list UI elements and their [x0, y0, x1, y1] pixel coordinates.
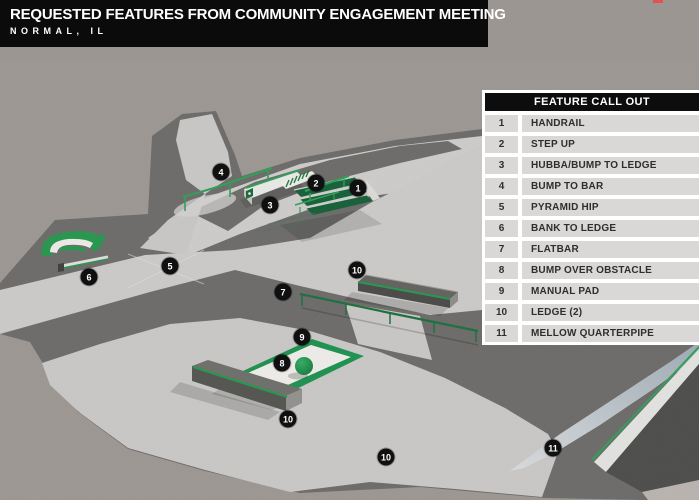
hubba-ledge	[240, 169, 306, 208]
callout-table-title: FEATURE CALL OUT	[485, 93, 699, 111]
callout-row-number: 6	[485, 220, 518, 237]
callout-row-label: MELLOW QUARTERPIPE	[522, 325, 699, 342]
bump-over-obstacle-ball	[288, 357, 313, 380]
feature-callout-table: FEATURE CALL OUT 1 HANDRAIL 2 STEP UP 3 …	[482, 90, 699, 345]
feature-marker-number: 9	[299, 332, 305, 342]
page-title: REQUESTED FEATURES FROM COMMUNITY ENGAGE…	[10, 6, 506, 23]
callout-row: 1 HANDRAIL	[485, 115, 699, 132]
feature-marker-number: 2	[313, 178, 319, 188]
callout-row-number: 3	[485, 157, 518, 174]
feature-marker-number: 6	[86, 272, 92, 282]
feature-marker: 6	[80, 268, 98, 286]
callout-row-number: 10	[485, 304, 518, 321]
callout-table-rows: 1 HANDRAIL 2 STEP UP 3 HUBBA/BUMP TO LED…	[485, 115, 699, 342]
callout-row: 5 PYRAMID HIP	[485, 199, 699, 216]
feature-marker: 8	[273, 354, 291, 372]
feature-marker-number: 11	[548, 443, 558, 453]
callout-row-label: PYRAMID HIP	[522, 199, 699, 216]
feature-marker-number: 5	[167, 261, 173, 271]
callout-row-label: BUMP OVER OBSTACLE	[522, 262, 699, 279]
feature-marker: 10	[279, 410, 297, 428]
callout-row: 8 BUMP OVER OBSTACLE	[485, 262, 699, 279]
ledge-feature-6	[58, 255, 109, 272]
callout-row-number: 2	[485, 136, 518, 153]
red-artifact-mark	[653, 0, 663, 3]
feature-marker: 10	[348, 261, 366, 279]
callout-row-number: 11	[485, 325, 518, 342]
callout-row-label: MANUAL PAD	[522, 283, 699, 300]
callout-row-label: HANDRAIL	[522, 115, 699, 132]
quarterpipe-coping	[591, 346, 699, 461]
upper-deck-dark-band	[190, 141, 462, 231]
feature-marker-number: 10	[282, 414, 293, 424]
callout-row: 6 BANK TO LEDGE	[485, 220, 699, 237]
callout-row-label: HUBBA/BUMP TO LEDGE	[522, 157, 699, 174]
title-bar: REQUESTED FEATURES FROM COMMUNITY ENGAGE…	[0, 0, 506, 47]
lower-pad	[42, 318, 558, 497]
callout-row-label: BANK TO LEDGE	[522, 220, 699, 237]
feature-marker-number: 10	[380, 452, 391, 462]
step-up-ledge	[280, 169, 318, 189]
callout-row-number: 9	[485, 283, 518, 300]
callout-row: 3 HUBBA/BUMP TO LEDGE	[485, 157, 699, 174]
feature-marker-number: 3	[267, 200, 273, 210]
callout-row: 4 BUMP TO BAR	[485, 178, 699, 195]
feature-marker: 9	[293, 328, 311, 346]
page-subtitle: NORMAL, IL	[10, 26, 108, 36]
feature-marker-number: 7	[280, 287, 286, 297]
feature-marker: 10	[377, 448, 395, 466]
feature-marker-number: 8	[279, 358, 285, 368]
quarterpipe	[510, 342, 699, 500]
callout-row-label: BUMP TO BAR	[522, 178, 699, 195]
callout-row-number: 4	[485, 178, 518, 195]
feature-marker-number: 1	[355, 183, 361, 193]
feature-marker: 2	[307, 174, 325, 192]
callout-row-number: 1	[485, 115, 518, 132]
bank-to-ledge-graphic	[41, 231, 106, 256]
callout-row-label: LEDGE (2)	[522, 304, 699, 321]
feature-marker-number: 4	[218, 167, 224, 177]
callout-row: 11 MELLOW QUARTERPIPE	[485, 325, 699, 342]
callout-row-number: 5	[485, 199, 518, 216]
feature-marker: 3	[261, 196, 279, 214]
callout-row-number: 7	[485, 241, 518, 258]
feature-marker: 4	[212, 163, 230, 181]
callout-row-number: 8	[485, 262, 518, 279]
feature-marker: 7	[274, 283, 292, 301]
flatbar-rail	[299, 292, 479, 346]
callout-row-label: FLATBAR	[522, 241, 699, 258]
callout-row: 9 MANUAL PAD	[485, 283, 699, 300]
feature-marker: 1	[349, 179, 367, 197]
callout-row: 2 STEP UP	[485, 136, 699, 153]
callout-row-label: STEP UP	[522, 136, 699, 153]
ledge-feature-10a	[344, 274, 459, 316]
feature-marker: 11	[544, 439, 562, 457]
feature-marker: 5	[161, 257, 179, 275]
bump-mound	[173, 193, 237, 217]
ledge-feature-10b	[170, 360, 302, 420]
callout-row: 7 FLATBAR	[485, 241, 699, 258]
feature-marker-number: 10	[351, 265, 362, 275]
callout-row: 10 LEDGE (2)	[485, 304, 699, 321]
